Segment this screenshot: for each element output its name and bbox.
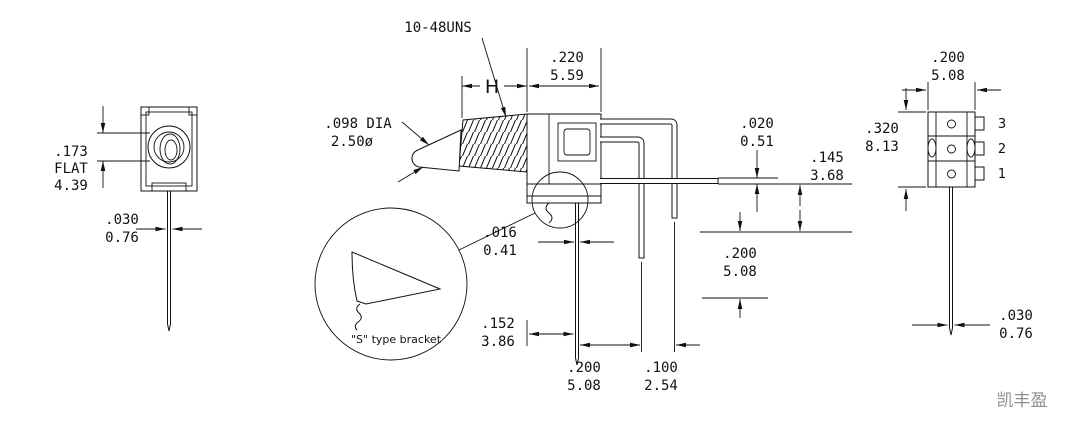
dim-text: 5.08 bbox=[931, 68, 965, 84]
dim-text: .220 bbox=[550, 50, 584, 66]
watermark-logo: 凯丰盈 bbox=[997, 391, 1048, 411]
dim-bushing-length-H: H bbox=[461, 48, 528, 118]
callout-thread-spec: 10-48UNS bbox=[404, 20, 507, 118]
dim-text: 5.08 bbox=[723, 264, 757, 280]
dim-body-height: .320 8.13 bbox=[865, 88, 926, 211]
dim-bracket-pin-thickness: .016 0.41 bbox=[483, 225, 614, 259]
detail-leader bbox=[458, 212, 536, 251]
detail-balloon: "S" type bracket bbox=[314, 207, 468, 361]
bracket-note: "S" type bracket bbox=[351, 333, 442, 346]
detail-region-circle bbox=[531, 171, 589, 229]
dim-text: 0.41 bbox=[483, 243, 517, 259]
front-toggle bbox=[147, 125, 191, 169]
terminal-1-label: 1 bbox=[998, 167, 1006, 182]
dim-text: .200 bbox=[723, 246, 757, 262]
dim-text: 4.39 bbox=[54, 178, 88, 194]
dim-text: .020 bbox=[740, 116, 774, 132]
dim-text: .145 bbox=[810, 150, 844, 166]
dim-text: .098 DIA bbox=[324, 116, 392, 132]
dim-rear-pin-width: .030 0.76 bbox=[912, 308, 1033, 342]
dim-text: .030 bbox=[105, 212, 139, 228]
terminal-numbers: 3 2 1 bbox=[998, 117, 1006, 182]
side-view: "S" type bracket 10-48UNS H .220 5.59 .0… bbox=[314, 20, 852, 394]
rear-body bbox=[927, 111, 985, 188]
front-view: .173 FLAT 4.39 .030 0.76 bbox=[54, 106, 202, 332]
dim-pin-spacing-200: .200 5.08 bbox=[567, 262, 642, 394]
dim-text: .016 bbox=[483, 225, 517, 241]
dim-text: .320 bbox=[865, 121, 899, 137]
dim-text: 8.13 bbox=[865, 139, 899, 155]
dim-lead-thickness: .020 0.51 bbox=[718, 116, 852, 212]
dim-text: .200 bbox=[567, 360, 601, 376]
dim-lead-height: .145 3.68 bbox=[700, 150, 852, 233]
terminal-lead-top bbox=[600, 118, 678, 219]
dim-text: 2.50ø bbox=[331, 134, 374, 150]
dim-text: .152 bbox=[481, 316, 515, 332]
dim-lever-diameter: .098 DIA 2.50ø bbox=[324, 116, 430, 183]
terminal-2-label: 2 bbox=[998, 142, 1006, 157]
dim-text: 0.51 bbox=[740, 134, 774, 150]
dim-toggle-flat: .173 FLAT 4.39 bbox=[54, 106, 150, 194]
dim-row-spacing: .200 5.08 bbox=[702, 212, 768, 318]
dim-text: 3.68 bbox=[810, 168, 844, 184]
rear-view: 3 2 1 .200 5.08 .320 8.13 . bbox=[865, 50, 1033, 342]
dim-text: .100 bbox=[644, 360, 678, 376]
dim-front-pin-width: .030 0.76 bbox=[105, 212, 202, 246]
threaded-bushing bbox=[458, 113, 528, 173]
side-body bbox=[526, 113, 602, 197]
front-pin bbox=[167, 191, 171, 332]
dim-text: .030 bbox=[999, 308, 1033, 324]
terminal-lead-middle bbox=[600, 136, 645, 259]
dim-body-width: .200 5.08 bbox=[902, 50, 1001, 110]
terminal-3-label: 3 bbox=[998, 117, 1006, 132]
dim-text: .173 bbox=[54, 144, 88, 160]
dim-text: 3.86 bbox=[481, 334, 515, 350]
dim-bushing-face: .220 5.59 bbox=[529, 48, 602, 112]
toggle-lever bbox=[411, 129, 462, 172]
thread-spec-text: 10-48UNS bbox=[404, 20, 471, 36]
dim-text: 2.54 bbox=[644, 378, 678, 394]
dim-text: .200 bbox=[931, 50, 965, 66]
dim-text: 0.76 bbox=[999, 326, 1033, 342]
dim-bracket-offset: .152 3.86 bbox=[481, 316, 574, 350]
bracket-pin bbox=[575, 203, 579, 366]
dim-text: 5.08 bbox=[567, 378, 601, 394]
dim-pin-spacing-100: .100 2.54 bbox=[618, 222, 700, 394]
bracket-squiggle bbox=[354, 303, 362, 331]
dim-text: H bbox=[485, 76, 499, 98]
bracket-profile bbox=[351, 251, 442, 305]
rear-pin bbox=[949, 187, 953, 336]
s-bracket bbox=[526, 195, 602, 224]
dim-text: FLAT bbox=[54, 161, 88, 177]
dim-text: 0.76 bbox=[105, 230, 139, 246]
terminal-lead-side bbox=[600, 178, 719, 184]
dim-text: 5.59 bbox=[550, 68, 584, 84]
